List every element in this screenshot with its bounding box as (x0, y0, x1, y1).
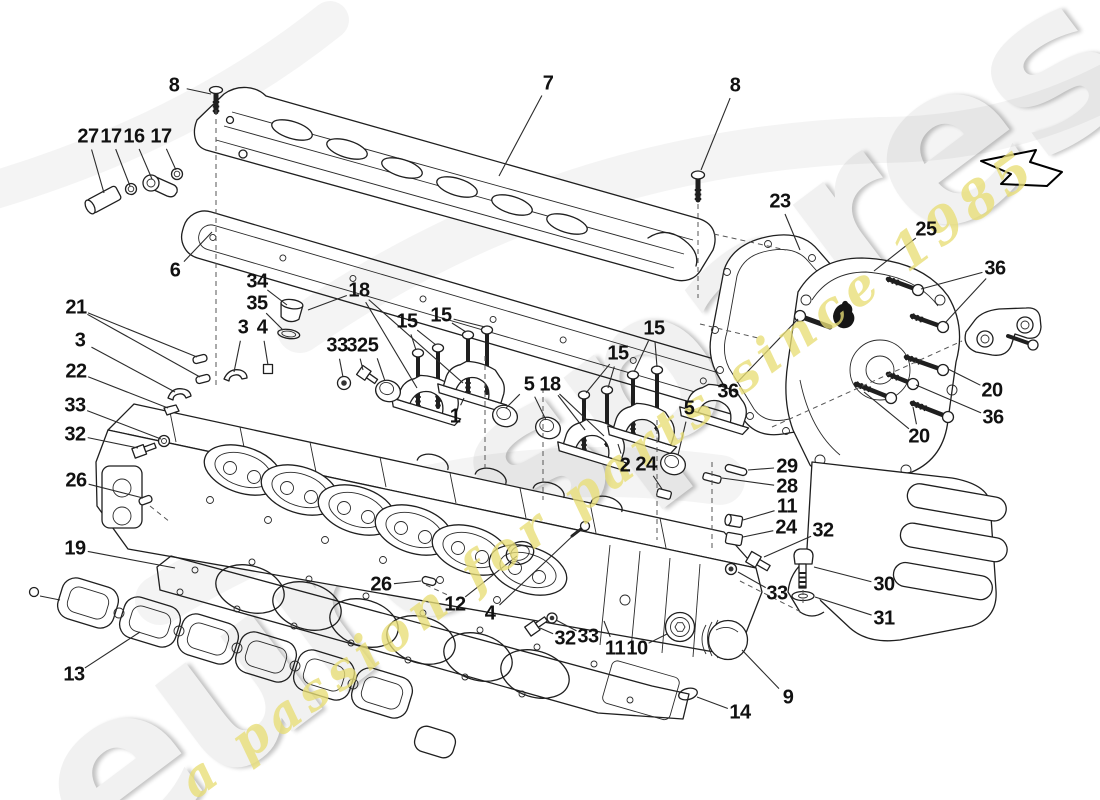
cup-plugs-drawing (375, 379, 686, 476)
small-parts-bottom-drawing (524, 611, 749, 701)
nav-arrow-icon (980, 149, 1063, 187)
head-gasket-drawing (156, 555, 690, 721)
cover-bolts-drawing (853, 276, 955, 424)
small-parts-center-drawing (336, 364, 672, 587)
bearing-caps-drawing (391, 360, 750, 471)
exhaust-gasket-drawing (28, 577, 457, 759)
bull-emblem (833, 300, 855, 329)
construction-lines (149, 110, 963, 613)
small-parts-right-drawing (702, 463, 815, 602)
cylinder-head-drawing (95, 403, 763, 658)
plug-34-35-drawing (277, 298, 304, 340)
timing-cover-drawing (785, 257, 1008, 642)
stud-bolts-drawing (411, 325, 664, 452)
leader-lines (84, 88, 987, 709)
valve-cover-drawing (193, 86, 716, 282)
bracket-drawing (964, 307, 1042, 356)
cover-screw-drawing (208, 85, 706, 203)
